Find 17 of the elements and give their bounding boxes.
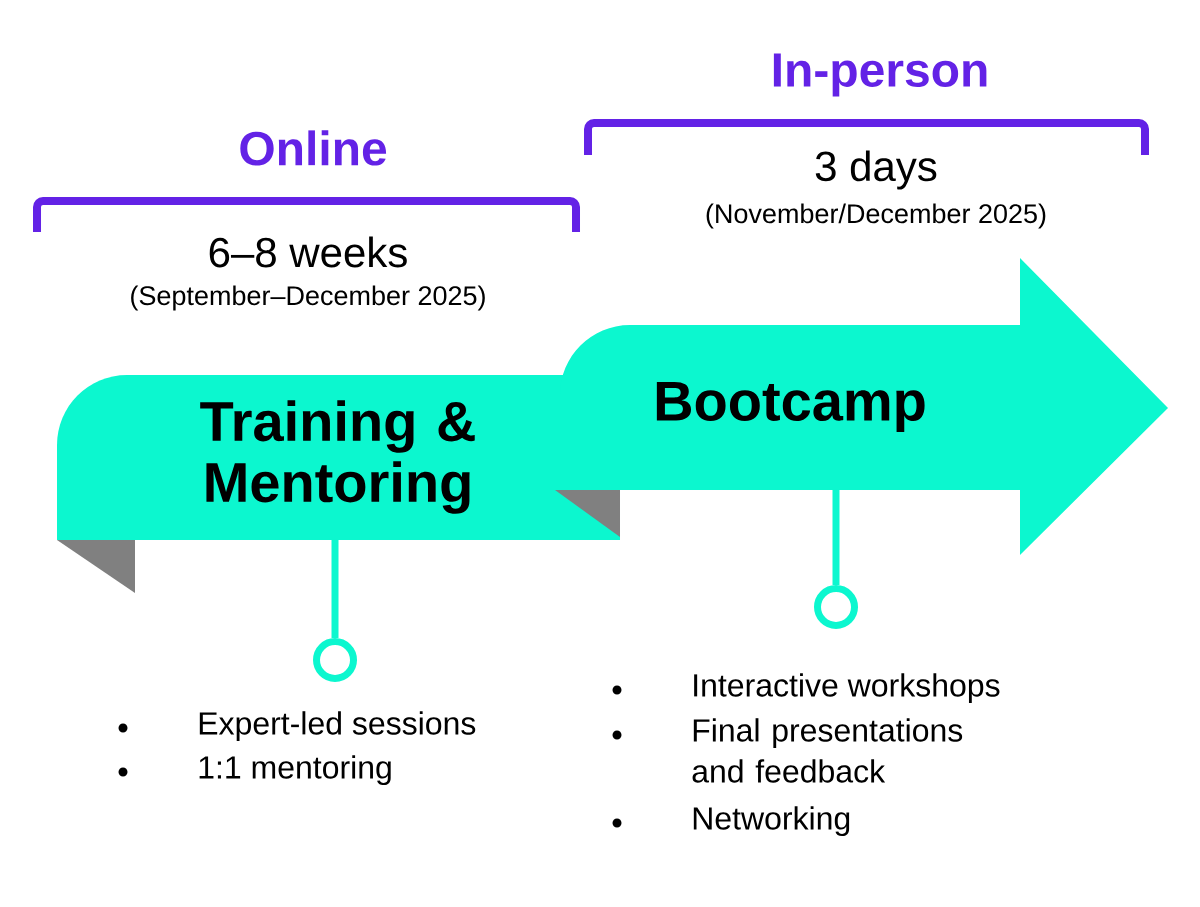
duration-text: (September–December 2025) (131, 285, 485, 311)
banner-title: Bootcamp (656, 381, 925, 433)
circle-marker (814, 585, 858, 629)
duration-text: 6–8 weeks (209, 236, 407, 268)
heading: Online (240, 130, 387, 166)
duration-text: (November/December 2025) (706, 203, 1046, 229)
banner-title: Training & Mentoring (200, 400, 475, 514)
arrow-banner (560, 258, 1168, 555)
bullet-item: Networking (693, 806, 850, 836)
bullet-item: Final presentations and feedback (692, 718, 963, 783)
bullet-item: Expert-led sessions (199, 711, 476, 741)
bullet-item: 1:1 mentoring (199, 755, 391, 785)
ribbon-banner (57, 375, 620, 593)
circle-marker (313, 638, 357, 682)
duration-text: 3 days (815, 150, 937, 190)
bullet-item: Interactive workshops (694, 673, 1000, 703)
heading: In-person (773, 53, 987, 97)
